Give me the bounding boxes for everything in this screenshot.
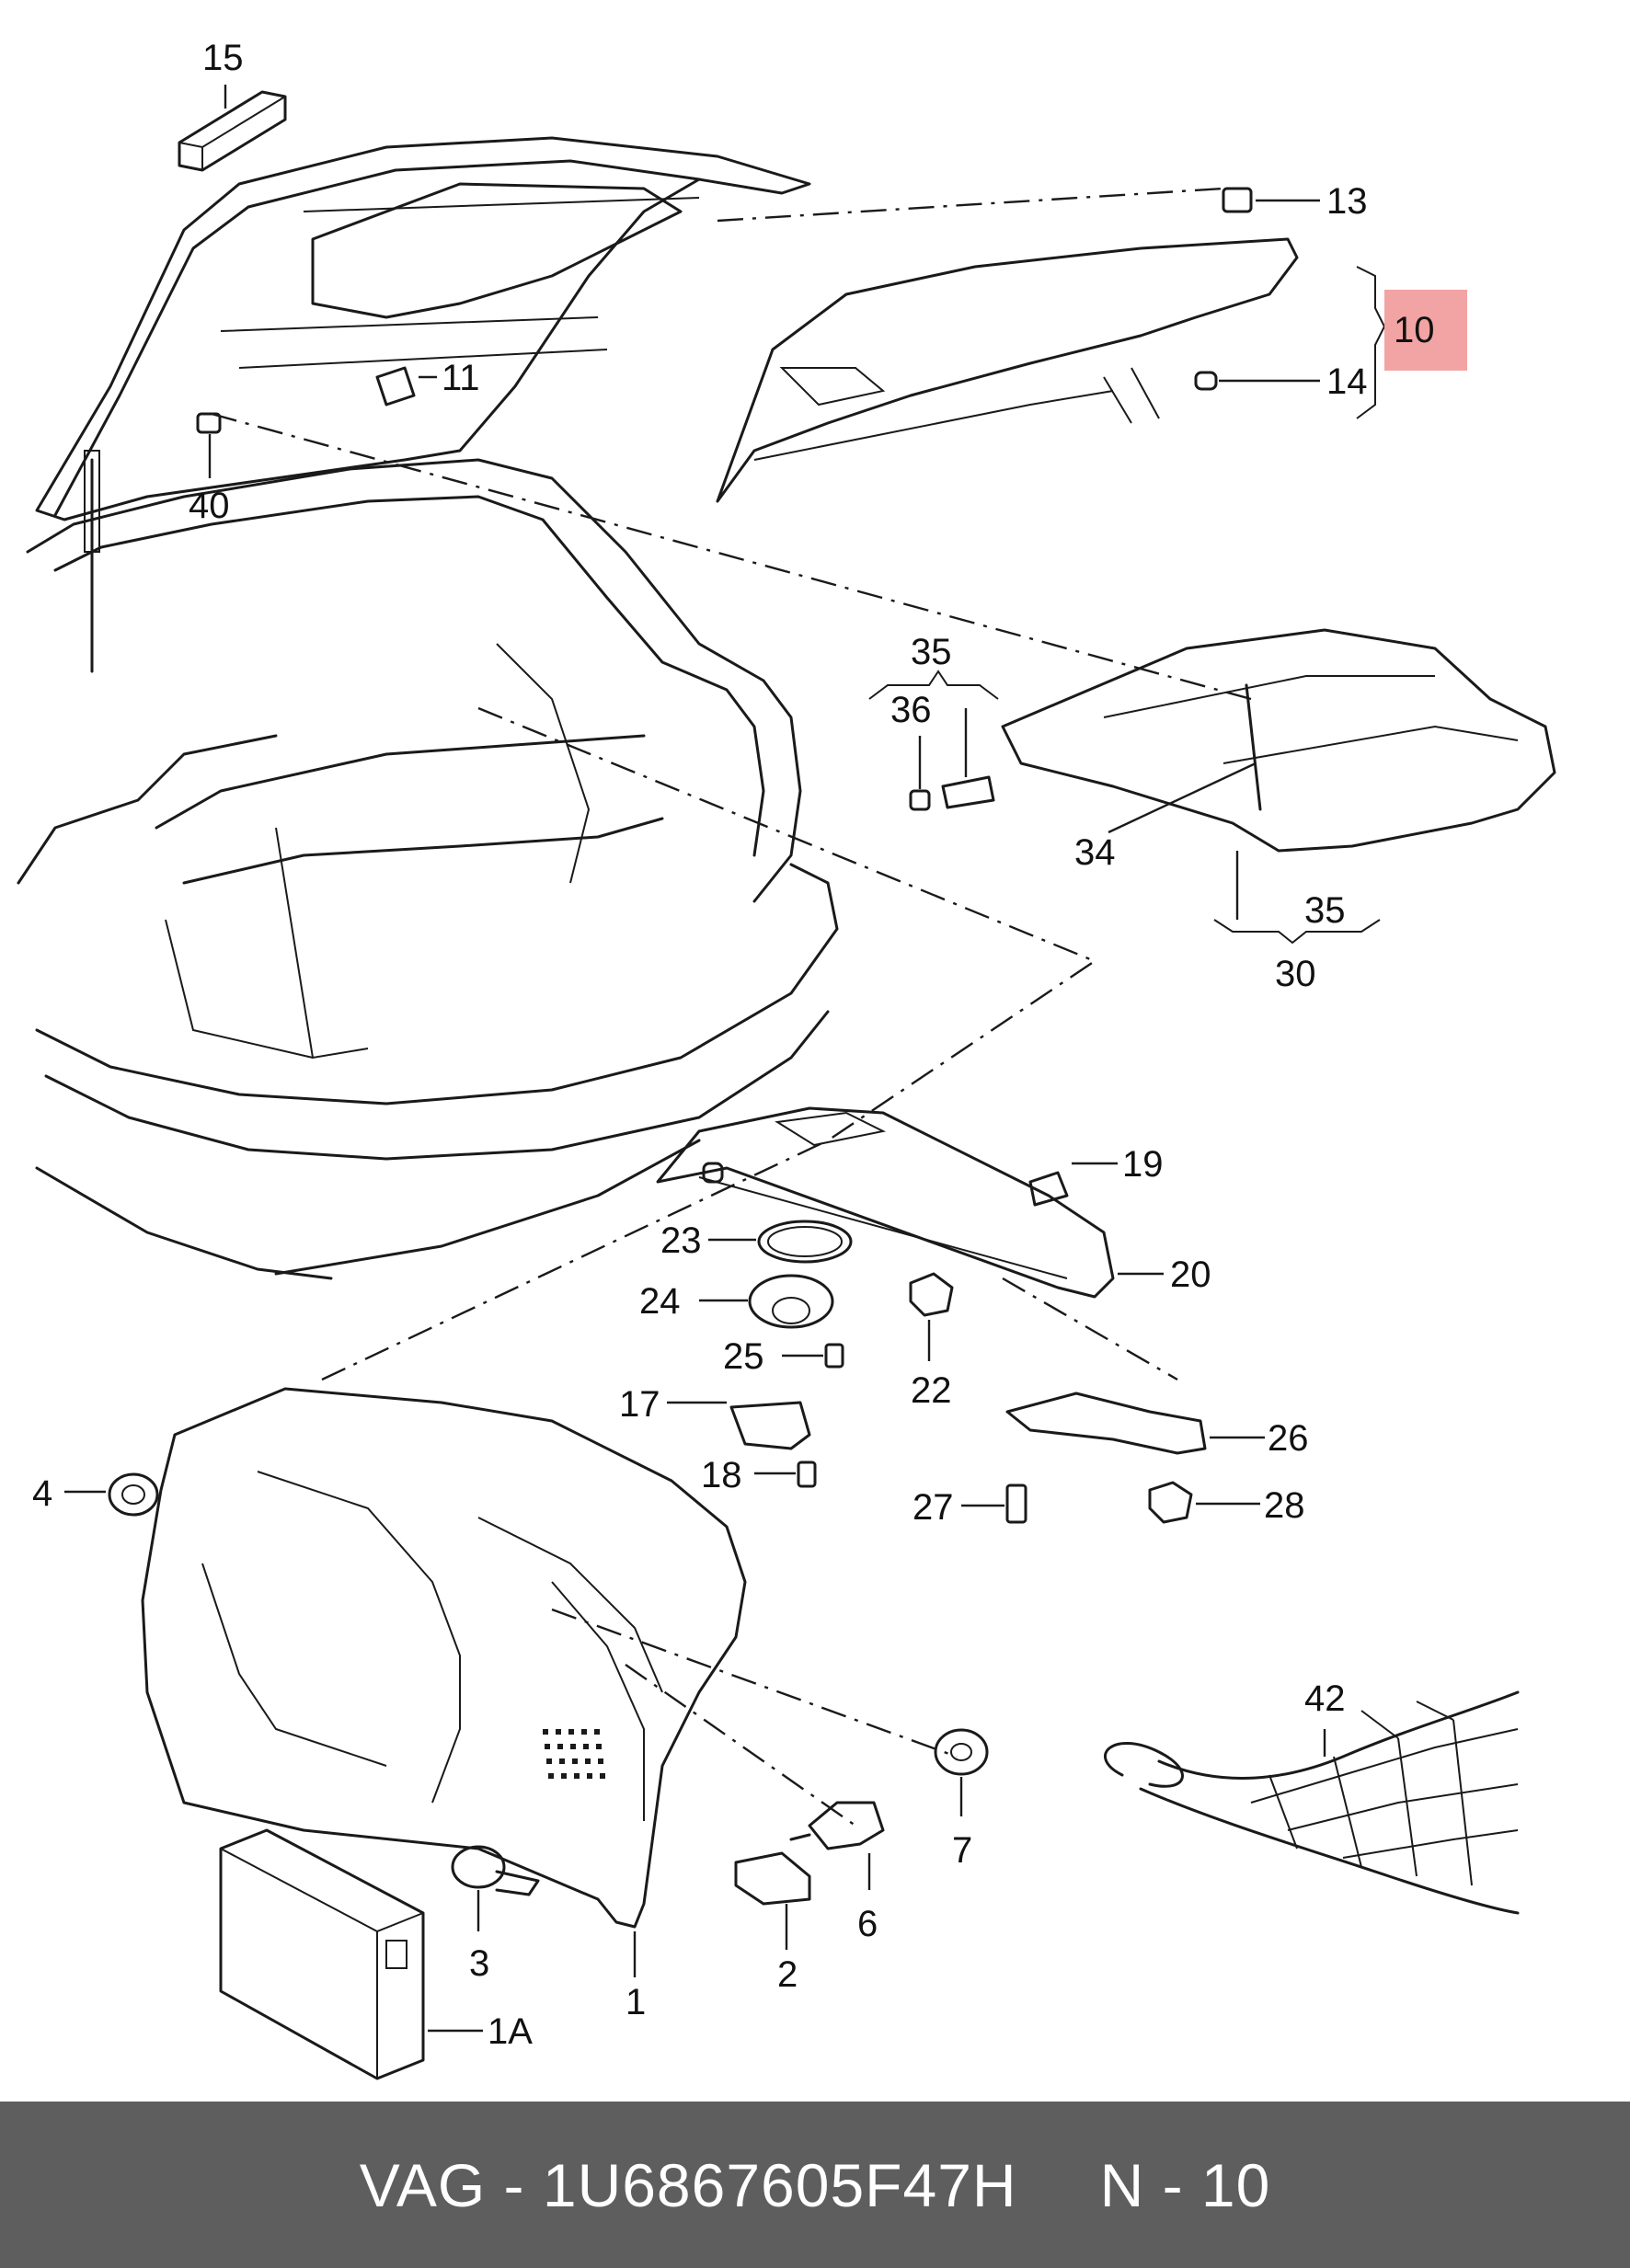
- footer-separator: -: [503, 2150, 525, 2219]
- label-40: 40: [189, 486, 230, 526]
- part-30-parcel-shelf: 34 36 35 35 30: [868, 628, 1556, 994]
- speaker-grille: [543, 1729, 605, 1779]
- label-42: 42: [1304, 1678, 1346, 1719]
- part-15-foam-block: 15: [178, 38, 287, 172]
- label-6: 6: [857, 1904, 878, 1944]
- label-13: 13: [1326, 181, 1368, 222]
- label-22: 22: [911, 1370, 952, 1411]
- label-25: 25: [723, 1336, 764, 1377]
- label-18: 18: [701, 1455, 742, 1495]
- label-1a: 1A: [488, 2011, 533, 2052]
- label-20: 20: [1170, 1254, 1211, 1295]
- label-36: 36: [890, 690, 932, 730]
- part-22-nut: 22: [909, 1272, 954, 1411]
- speaker-parts: 23 24 25: [639, 1220, 853, 1377]
- label-30: 30: [1275, 954, 1316, 994]
- label-23: 23: [660, 1220, 702, 1261]
- label-26: 26: [1268, 1418, 1309, 1459]
- reference-lines: [211, 187, 1252, 1827]
- highlight-box: [1384, 290, 1467, 371]
- part-10-trim-panel: 13 14 10: [716, 181, 1467, 503]
- parts-diagram: 15 11 40 13 14 10 34: [17, 38, 1556, 2080]
- label-24: 24: [639, 1281, 681, 1322]
- part-4-clip: 4: [32, 1472, 159, 1517]
- label-34: 34: [1074, 832, 1116, 873]
- part-26-bracket: 26 27 28: [913, 1392, 1309, 1528]
- part-42-luggage-net: 42: [1104, 1678, 1520, 1915]
- part-11-clip: 11: [375, 358, 480, 407]
- label-1: 1: [626, 1982, 646, 2022]
- label-35-top: 35: [911, 632, 952, 672]
- car-body-outline: [17, 136, 839, 1280]
- label-2: 2: [777, 1954, 798, 1995]
- part-1-side-trim: 1: [141, 1387, 747, 2022]
- label-28: 28: [1264, 1485, 1305, 1526]
- label-14: 14: [1326, 361, 1368, 402]
- part-2-pad: 2: [734, 1851, 811, 1995]
- label-19: 19: [1122, 1144, 1164, 1185]
- label-7: 7: [952, 1830, 972, 1871]
- part-3-clip: 3: [451, 1845, 540, 1984]
- footer-page-ref: N - 10: [1099, 2150, 1271, 2219]
- label-10: 10: [1394, 310, 1435, 350]
- label-17: 17: [619, 1384, 660, 1425]
- label-35-bottom: 35: [1304, 890, 1346, 931]
- label-27: 27: [913, 1487, 954, 1528]
- part-20-speaker-trim: 20 19: [656, 1106, 1211, 1299]
- part-7-washer: 7: [934, 1728, 989, 1871]
- footer-brand: VAG: [359, 2150, 487, 2219]
- footer-bar: VAG - 1U6867605F47H N - 10: [0, 2102, 1630, 2268]
- part-1a-box: 1A: [219, 1828, 533, 2080]
- part-17-bracket: 17 18: [619, 1384, 817, 1495]
- label-11: 11: [442, 358, 480, 398]
- label-15: 15: [202, 38, 244, 78]
- part-40-buffer: 40: [189, 412, 230, 526]
- label-4: 4: [32, 1473, 52, 1514]
- part-6-rivet: 6: [789, 1801, 885, 1944]
- label-3: 3: [469, 1943, 489, 1984]
- footer-part-number: 1U6867605F47H: [542, 2150, 1017, 2219]
